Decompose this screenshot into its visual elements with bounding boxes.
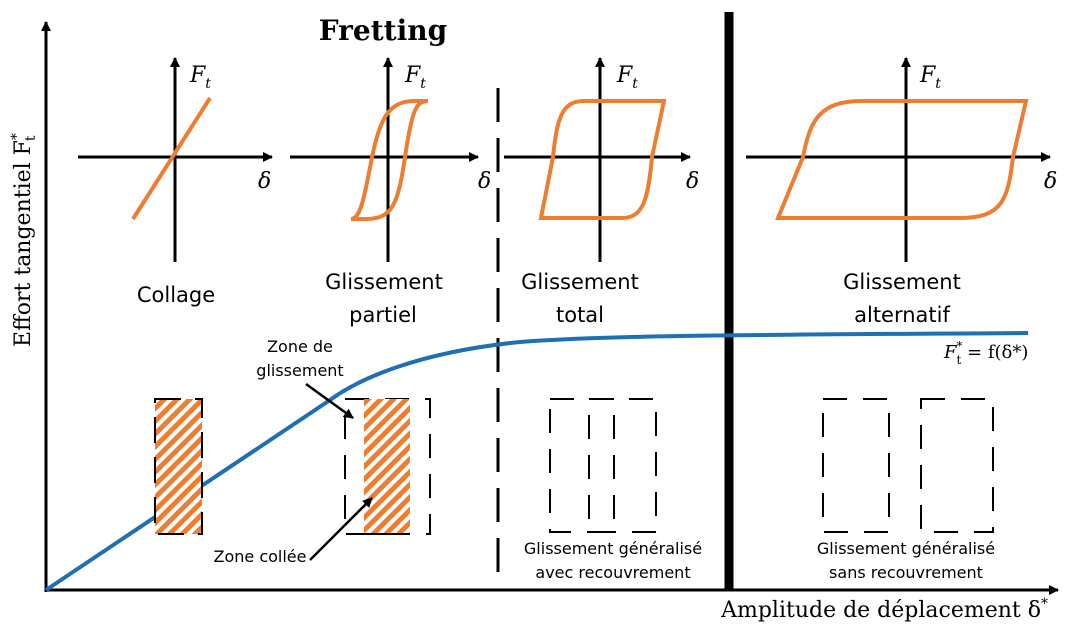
dashed-outline xyxy=(920,398,994,533)
hatched-zone xyxy=(155,399,202,534)
gen-avec-label: Glissement généralisé xyxy=(524,539,702,558)
panel-partiel: Ft δ Glissement partiel xyxy=(290,57,491,327)
zone-collee-arrow xyxy=(309,497,373,561)
panel-label: Glissement xyxy=(325,270,443,294)
panel-label: partiel xyxy=(349,303,417,327)
panel-label: Collage xyxy=(137,283,215,307)
panel-axis-y-label: Ft xyxy=(919,63,941,92)
x-axis-label: Amplitude de déplacement δ* xyxy=(720,596,1048,623)
dashed-outline xyxy=(154,398,203,535)
panel-axis-y-label: Ft xyxy=(616,63,638,92)
title: Fretting xyxy=(319,14,447,47)
panel-collage: Ft δ Collage xyxy=(78,57,273,307)
panel-label: alternatif xyxy=(854,303,950,327)
contact-zone-total xyxy=(549,398,657,533)
contact-zone-partiel xyxy=(344,398,431,535)
gen-sans-label: Glissement généralisé xyxy=(817,539,995,558)
hysteresis-loop xyxy=(350,99,429,221)
force-curve xyxy=(44,331,1029,592)
panel-axis-x-label: δ xyxy=(686,169,699,194)
contact-zone-collage xyxy=(154,398,203,535)
gen-avec-label: avec recouvrement xyxy=(535,563,690,582)
contact-zone-alternatif xyxy=(822,398,994,533)
y-axis-label: Effort tangentiel F*t xyxy=(9,133,39,347)
panel-axis-x-label: δ xyxy=(1044,169,1057,194)
dashed-outline xyxy=(588,398,657,533)
dashed-outline xyxy=(549,398,615,533)
dashed-outline xyxy=(822,398,890,533)
panel-total: Ft δ Glissement total xyxy=(504,57,699,327)
zone-collee-label: Zone collée xyxy=(214,547,307,566)
panel-axis-y-label: Ft xyxy=(189,63,211,92)
panel-axis-y-label: Ft xyxy=(404,63,426,92)
gen-sans-label: sans recouvrement xyxy=(829,563,983,582)
panel-axis-x-label: δ xyxy=(478,169,491,194)
panel-label: Glissement xyxy=(843,270,961,294)
panel-alternatif: Ft δ Glissement alternatif xyxy=(746,57,1057,327)
stick-line xyxy=(131,96,212,221)
curve-label: F*t = f(δ*) xyxy=(943,339,1028,367)
hysteresis-loop xyxy=(538,99,667,220)
panel-axis-x-label: δ xyxy=(258,169,271,194)
zone-glissement-label: Zone de xyxy=(267,337,333,356)
panel-label: total xyxy=(556,303,604,327)
zone-glissement-arrow xyxy=(305,382,354,420)
panel-label: Glissement xyxy=(521,270,639,294)
hysteresis-loop xyxy=(775,99,1029,220)
hatched-zone xyxy=(364,399,410,534)
zone-glissement-label: glissement xyxy=(256,361,343,380)
